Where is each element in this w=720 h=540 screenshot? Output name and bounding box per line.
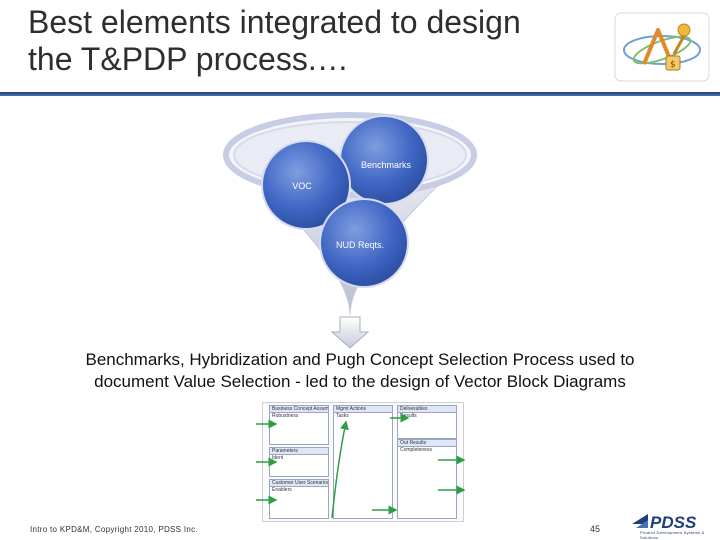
arrow — [331, 420, 349, 519]
vbd-block-header: Out Results — [398, 440, 456, 447]
caption-line-2: document Value Selection - led to the de… — [94, 372, 626, 391]
slide-caption: Benchmarks, Hybridization and Pugh Conce… — [10, 349, 710, 393]
pdss-logo-icon: PDSS — [632, 513, 697, 532]
vbd-block-header: Mgmt Actions — [334, 406, 392, 413]
slide-footer: Intro to KPD&M, Copyright 2010, PDSS Inc… — [30, 525, 198, 534]
vbd-block-item: Enablers — [272, 487, 292, 493]
vbd-block-header: Customer User Scenarios — [270, 480, 328, 487]
funnel-down-arrow — [330, 316, 370, 349]
vbd-block-header: Deliverables — [398, 406, 456, 413]
nud-reqts-label: NUD Reqts. — [336, 240, 384, 250]
voc-circle — [261, 140, 351, 230]
caption-line-1: Benchmarks, Hybridization and Pugh Conce… — [85, 350, 635, 369]
funnel-diagram: Benchmarks VOC NUD Reqts. — [223, 112, 477, 349]
vbd-block: Business Concept Assumptions Robustness — [269, 405, 329, 445]
nud-reqts-circle — [319, 198, 409, 288]
vbd-block: Customer User Scenarios Enablers — [269, 479, 329, 519]
benchmarks-label: Benchmarks — [361, 160, 412, 170]
pdss-tagline: Product Development Systems & Solutions — [640, 530, 705, 540]
svg-text:$: $ — [670, 60, 676, 70]
t-pdp-logo-icon: $ — [614, 12, 710, 82]
title-line-1: Best elements integrated to design — [28, 4, 521, 40]
voc-label: VOC — [292, 181, 312, 191]
vbd-block-item: Ident — [272, 455, 284, 461]
vbd-block-item: Robustness — [272, 413, 299, 419]
title-divider — [0, 92, 720, 96]
vbd-block-header: Parameters — [270, 448, 328, 455]
vbd-block-header: Business Concept Assumptions — [270, 406, 328, 413]
vbd-block-item: Tasks — [336, 413, 349, 419]
pdss-logo-text: PDSS — [650, 513, 697, 532]
slide-title: Best elements integrated to design the T… — [28, 4, 608, 78]
page-number: 45 — [590, 524, 601, 534]
vbd-flow-arrows — [256, 413, 466, 519]
vector-block-diagram: Business Concept Assumptions Robustness … — [262, 402, 464, 522]
title-line-2: the T&PDP process.… — [28, 41, 349, 77]
vbd-block: Out Results Completeness — [397, 439, 457, 519]
vbd-block-item: Completeness — [400, 447, 432, 453]
